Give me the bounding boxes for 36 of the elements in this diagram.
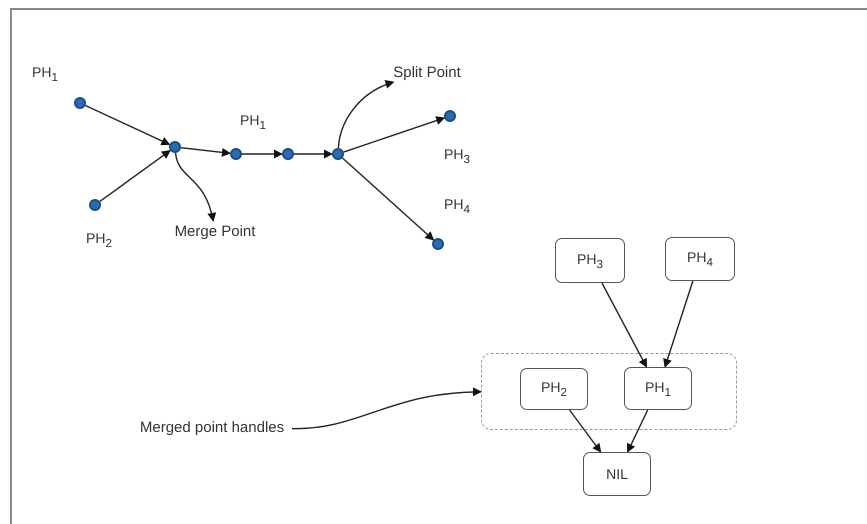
arrow — [342, 158, 434, 241]
path-label: PH$_{1}$ — [240, 112, 266, 132]
handle-box: PH$_{1}$ — [624, 367, 692, 410]
arrow — [626, 410, 648, 453]
handle-box: PH$_{4}$ — [665, 237, 735, 281]
point-dot — [444, 110, 456, 122]
leader-line — [174, 152, 216, 222]
point-dot — [282, 148, 294, 160]
point-label: PH$_{1}$ — [32, 64, 58, 84]
callout-text: Merge Point — [160, 221, 270, 241]
point-dot — [332, 148, 344, 160]
point-dot — [74, 97, 86, 109]
arrow — [242, 150, 283, 158]
point-dot — [230, 148, 242, 160]
point-dot — [432, 238, 444, 250]
arrow — [343, 116, 446, 153]
handle-box: PH$_{3}$ — [555, 238, 625, 283]
point-dot — [169, 141, 181, 153]
handle-box: NIL — [583, 452, 651, 496]
arrow — [85, 104, 170, 146]
leader-line — [338, 80, 394, 148]
callout-text: Merged point handles — [132, 417, 292, 437]
arrow — [99, 150, 171, 202]
arrow — [601, 282, 648, 368]
point-label: PH$_{2}$ — [86, 230, 112, 250]
arrow — [569, 410, 602, 453]
point-label: PH$_{4}$ — [444, 196, 470, 216]
leader-line — [292, 388, 482, 430]
callout-text: Split Point — [384, 62, 470, 82]
arrow — [663, 280, 694, 368]
dashed-group-box — [481, 353, 737, 430]
handle-box: PH$_{2}$ — [520, 368, 588, 410]
arrow — [294, 150, 333, 158]
point-dot — [89, 199, 101, 211]
arrow — [180, 146, 231, 157]
point-label: PH$_{3}$ — [444, 146, 470, 166]
